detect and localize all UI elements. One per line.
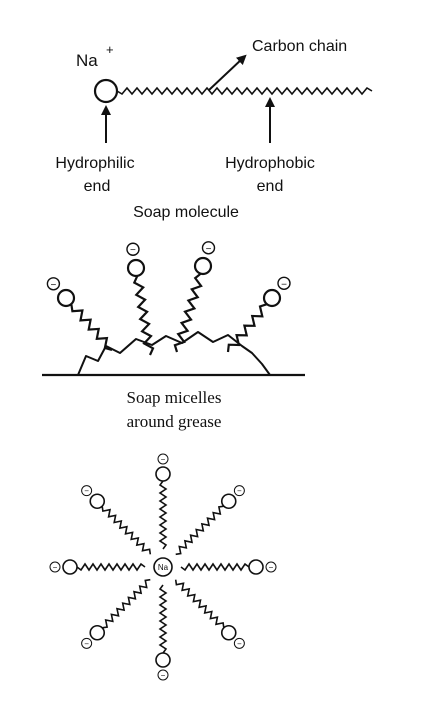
soap-molecule-panel: Na + Carbon chain Hydrophilic end Hydrop… bbox=[55, 38, 373, 221]
micelle-head bbox=[155, 466, 171, 482]
micelle-soap-molecules: − − − − − − − − bbox=[49, 453, 277, 681]
hydrophilic-label-line2: end bbox=[84, 178, 111, 195]
micelle-tail bbox=[174, 579, 225, 628]
micelle-head bbox=[248, 559, 264, 575]
micelle-anion-sign: − bbox=[269, 563, 274, 572]
micelle-anion-circle bbox=[49, 561, 61, 573]
soap-head bbox=[126, 258, 146, 278]
micelle-anion-sign: − bbox=[53, 563, 58, 572]
anion-charge-circle bbox=[46, 277, 61, 291]
micelle-head bbox=[220, 493, 237, 510]
hydrophilic-label-line1: Hydrophilic bbox=[55, 155, 134, 172]
micelle-anion-circle bbox=[233, 637, 245, 649]
soap-molecule-caption: Soap molecule bbox=[133, 204, 239, 221]
anion-charge-circle bbox=[201, 241, 216, 255]
micelle-center-label: Na bbox=[158, 563, 169, 572]
micelle-anion-sign: − bbox=[237, 487, 242, 496]
micelle-center-ion bbox=[153, 557, 173, 577]
anion-charge-circle bbox=[126, 242, 140, 256]
sodium-charge: + bbox=[106, 42, 114, 57]
micelle-tail bbox=[76, 562, 146, 572]
grease-panel: − − − − Soap micelles around grease bbox=[42, 241, 305, 431]
soap-head bbox=[262, 288, 282, 308]
soap-tail bbox=[70, 303, 113, 352]
micelle-tail bbox=[175, 505, 224, 556]
anion-charge-sign: − bbox=[206, 244, 212, 255]
micelle-caption-line2: around grease bbox=[127, 412, 222, 431]
micelle-anion-circle bbox=[157, 669, 169, 681]
micelle-panel: − − − − − − − − Na bbox=[49, 453, 277, 681]
micelle-tail bbox=[158, 584, 168, 654]
micelle-anion-circle bbox=[265, 561, 277, 573]
carbon-chain-label: Carbon chain bbox=[252, 38, 347, 55]
micelle-head bbox=[155, 652, 171, 668]
anion-charge-sign: − bbox=[50, 280, 56, 291]
carbon-chain bbox=[116, 86, 373, 96]
micelle-tail bbox=[158, 480, 168, 550]
hydrophilic-head bbox=[93, 78, 119, 104]
hydrophobic-label-line2: end bbox=[257, 178, 284, 195]
soap-head bbox=[193, 256, 213, 276]
micelle-tail bbox=[102, 578, 151, 629]
micelle-anion-circle bbox=[81, 637, 93, 649]
micelle-caption-line1: Soap micelles bbox=[127, 388, 222, 407]
micelle-head bbox=[220, 624, 237, 641]
micelle-head bbox=[89, 493, 106, 510]
soap-head bbox=[56, 288, 76, 308]
carbon-chain-arrow bbox=[208, 54, 247, 91]
micelle-anion-circle bbox=[233, 485, 245, 497]
hydrophobic-label-line1: Hydrophobic bbox=[225, 155, 315, 172]
micelle-tail bbox=[101, 506, 152, 555]
soap-tail bbox=[132, 275, 155, 356]
anion-charge-sign: − bbox=[281, 279, 287, 290]
micelle-anion-circle bbox=[157, 453, 169, 465]
micelle-anion-sign: − bbox=[237, 639, 242, 648]
sodium-label: Na bbox=[76, 51, 98, 70]
micelle-head bbox=[89, 624, 106, 641]
soap-tail bbox=[173, 272, 203, 353]
micelle-anion-sign: − bbox=[161, 671, 166, 680]
micelle-anion-sign: − bbox=[84, 487, 89, 496]
micelle-anion-sign: − bbox=[84, 639, 89, 648]
micelle-anion-circle bbox=[81, 485, 93, 497]
grease-soap-molecules: − − − − bbox=[46, 241, 291, 356]
anion-charge-sign: − bbox=[130, 245, 136, 256]
micelle-anion-sign: − bbox=[161, 455, 166, 464]
micelle-head bbox=[62, 559, 78, 575]
micelle-tail bbox=[180, 562, 250, 572]
soap-tail bbox=[226, 303, 268, 353]
anion-charge-circle bbox=[277, 276, 291, 290]
